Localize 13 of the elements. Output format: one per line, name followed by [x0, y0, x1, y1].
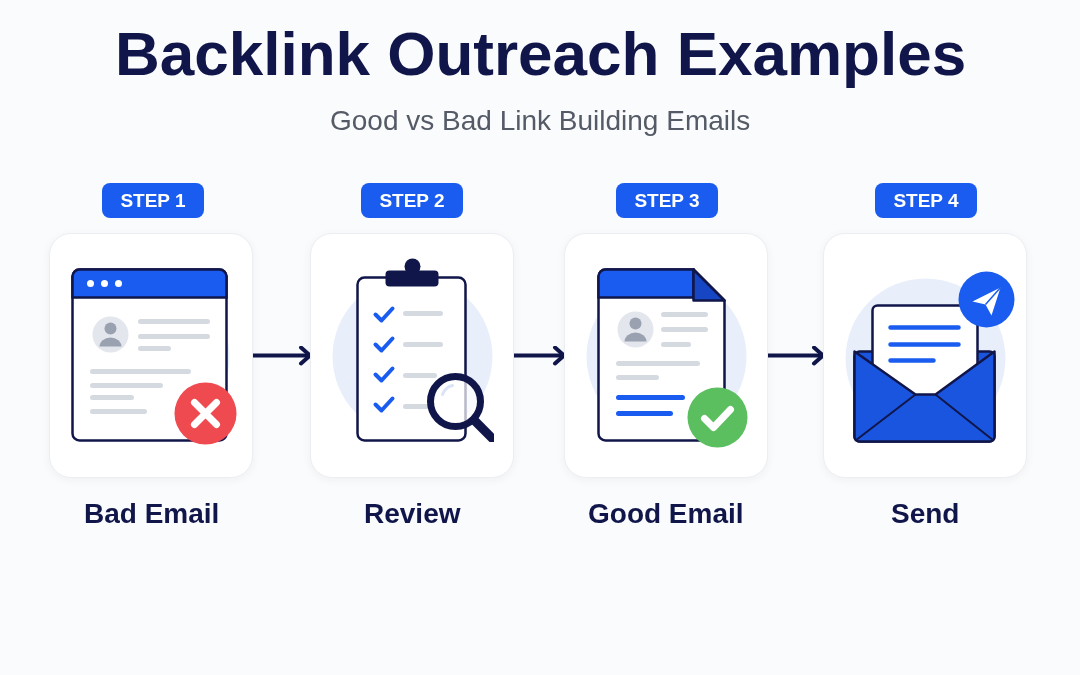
step-badge: STEP 2 [361, 183, 463, 218]
step-badge: STEP 3 [616, 183, 718, 218]
title: Backlink Outreach Examples [115, 18, 967, 90]
step-label: Bad Email [84, 498, 220, 530]
step-label: Send [891, 498, 960, 530]
arrow [768, 345, 825, 366]
arrow [514, 345, 566, 366]
step-badge: STEP 4 [875, 183, 977, 218]
step-label: Review [364, 498, 461, 530]
step-badge: STEP 1 [102, 183, 204, 218]
subtitle: Good vs Bad Link Building Emails [330, 104, 751, 138]
step-label: Good Email [588, 498, 744, 530]
arrow [253, 345, 312, 366]
